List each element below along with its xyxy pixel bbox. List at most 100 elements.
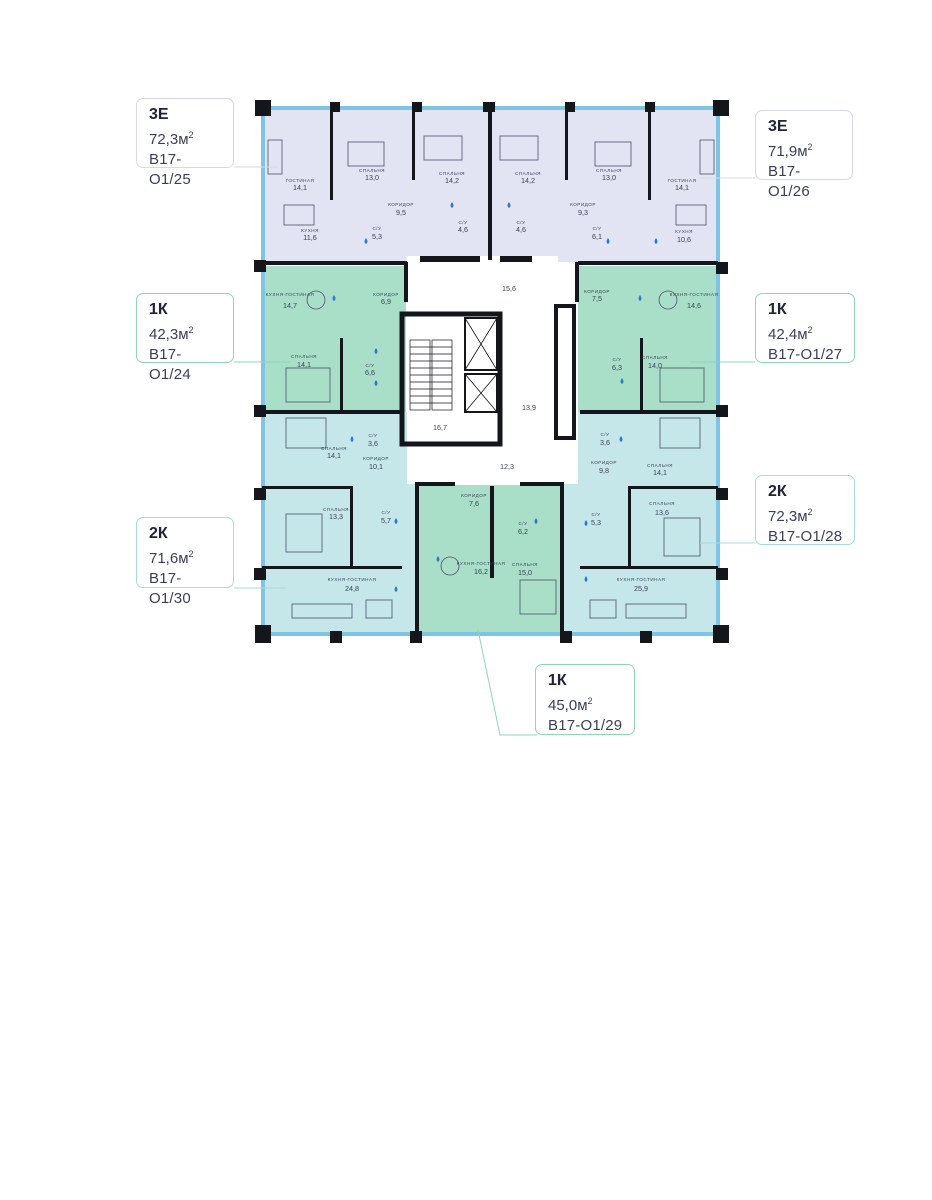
pillar [713,100,729,116]
pillar [716,262,728,274]
unit-type: 3Е [768,118,788,135]
room-name: С/У [591,512,600,517]
room-name: СПАЛЬНЯ [321,446,347,451]
wall [500,256,532,262]
water-drop-icon [394,586,398,592]
unit-fill-24[interactable] [262,266,406,412]
pillar [713,625,729,643]
bed [499,135,539,161]
wall [415,482,419,632]
wall [580,566,718,569]
unit-callout-24[interactable]: 1К 42,3м2 В17-О1/24 [136,293,234,383]
pillar [716,488,728,500]
unit-callout-30[interactable]: 2К 71,6м2 В17-О1/30 [136,517,234,607]
room-name: КОРИДОР [591,460,617,465]
room-area: 6,2 [518,527,528,536]
water-drop-icon [450,202,454,208]
wall [340,338,343,412]
room-area: 15,6 [502,284,516,293]
room-name: КУХНЯ-ГОСТИНАЯ [670,292,719,297]
water-drop-icon [436,556,440,562]
wall [350,486,353,566]
leader-lines [234,166,755,736]
room-area: 3,6 [368,439,378,448]
bed [423,135,463,161]
room-area: 3,6 [600,438,610,447]
room-name: КУХНЯ-ГОСТИНАЯ [328,577,377,582]
unit-fills [262,108,716,635]
unit-fill-27[interactable] [578,266,716,412]
room-name: СПАЛЬНЯ [512,562,538,567]
pillar [716,405,728,417]
water-drop-icon [619,436,623,442]
wall [520,482,564,486]
unit-area: 42,3м2 [149,325,194,343]
water-drop-icon [374,348,378,354]
unit-callout-27[interactable]: 1К 42,4м2 В17-О1/27 [755,293,855,363]
room-name: КУХНЯ [301,228,319,233]
unit-callout-29[interactable]: 1К 45,0м2 В17-О1/29 [535,664,635,735]
room-name: КУХНЯ-ГОСТИНАЯ [266,292,315,297]
room-area: 6,9 [381,297,391,306]
unit-type: 1К [548,672,567,689]
wall [488,110,492,260]
room-name: СПАЛЬНЯ [359,168,385,173]
room-name: С/У [381,510,390,515]
sofa [699,139,715,175]
pillar [255,625,271,643]
wall [578,261,718,265]
room-area: 13,0 [602,173,616,182]
room-name: КУХНЯ-ГОСТИНАЯ [457,561,506,566]
room-name: С/У [518,521,527,526]
room-name: КОРИДОР [584,289,610,294]
room-name: ГОСТИНАЯ [286,178,315,183]
unit-fill-28[interactable] [560,412,716,634]
room-name: СПАЛЬНЯ [649,501,675,506]
pillar [640,631,652,643]
bed [659,367,705,403]
elevator-cross [464,373,498,413]
unit-area: 42,4м2 [768,325,813,343]
room-area: 14,0 [648,361,662,370]
room-name: С/У [365,363,374,368]
water-drop-icon [606,238,610,244]
pillar [716,568,728,580]
unit-callout-25[interactable]: 3Е 72,3м2 В17-О1/25 [136,98,234,188]
room-name: ГОСТИНАЯ [668,178,697,183]
room-name: СПАЛЬНЯ [642,355,668,360]
wall [648,110,651,200]
unit-fill-26[interactable] [558,108,716,263]
room-name: КУХНЯ-ГОСТИНАЯ [617,577,666,582]
water-drop-icon [638,295,642,301]
unit-fill-30[interactable] [262,412,417,634]
sofa [291,603,353,619]
unit-callout-28[interactable]: 2К 72,3м2 В17-О1/28 [755,475,855,545]
room-area: 24,8 [345,584,359,593]
room-area: 14,2 [521,176,535,185]
bed [285,417,327,449]
room-name: С/У [612,357,621,362]
unit-type: 2К [768,483,787,500]
unit-fill-25[interactable] [262,108,407,263]
pillar [330,102,340,112]
room-name: КУХНЯ [675,229,693,234]
water-drop-icon [584,520,588,526]
unit-callout-26[interactable]: 3Е 71,9м2 В17-О1/26 [755,110,853,200]
room-area: 16,2 [474,567,488,576]
room-area: 14,1 [653,468,667,477]
room-area: 13,3 [329,512,343,521]
unit-code: В17-О1/30 [149,570,191,607]
unit-type: 3Е [149,106,169,123]
room-area: 6,3 [612,363,622,372]
room-name: С/У [516,220,525,225]
unit-type: 1К [768,301,787,318]
room-area: 11,6 [303,233,316,242]
unit-area: 71,9м2 [768,142,813,160]
wall [580,410,718,414]
room-area: 12,3 [500,462,514,471]
room-name: С/У [368,433,377,438]
room-name: КОРИДОР [388,202,414,207]
room-area: 13,6 [655,508,669,517]
room-name: С/У [458,220,467,225]
